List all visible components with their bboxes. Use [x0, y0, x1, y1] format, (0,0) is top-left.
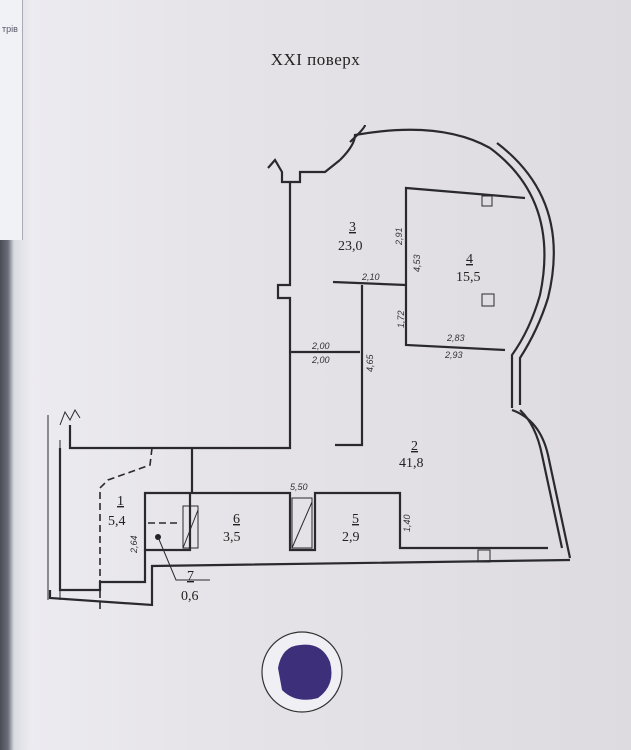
floor-title: XXI поверх: [270, 50, 361, 69]
room-7-area: 0,6: [181, 589, 199, 604]
room-1-number: 1: [117, 494, 124, 509]
adjacent-page-text: трів: [2, 24, 18, 34]
room-2-area: 41,8: [399, 456, 424, 471]
room-4-area: 15,5: [456, 270, 481, 285]
walls: [47, 124, 572, 607]
dim-2-10: 2,10: [361, 272, 380, 282]
dim-2-91: 2,91: [394, 227, 404, 246]
dim-1-40: 1,40: [402, 514, 412, 532]
dimension-labels: 2,91 4,53 2,10 1,72 2,83 2,93 2,00 2,00 …: [129, 227, 465, 554]
dim-5-50: 5,50: [290, 482, 308, 492]
dim-2-00-top: 2,00: [311, 341, 330, 351]
dim-2-93: 2,93: [444, 350, 463, 360]
dim-2-64: 2,64: [129, 535, 139, 554]
room-7-number: 7: [187, 569, 194, 584]
dim-4-53: 4,53: [412, 254, 422, 272]
room-labels: 1 5,4 2 41,8 3 23,0 4 15,5 5 2,9 6 3,5 7…: [108, 220, 481, 604]
dim-2-00-bottom: 2,00: [311, 355, 330, 365]
room-3-number: 3: [349, 220, 356, 235]
dashed-lines: [99, 447, 178, 610]
room-6-area: 3,5: [223, 530, 241, 545]
room-6-number: 6: [233, 512, 240, 527]
room-2-number: 2: [411, 439, 418, 454]
room-1-area: 5,4: [108, 514, 126, 529]
dim-4-65: 4,65: [365, 353, 375, 372]
room-3-area: 23,0: [338, 239, 363, 254]
stamp: [261, 631, 343, 713]
room-5-area: 2,9: [342, 530, 360, 545]
room-5-number: 5: [352, 512, 359, 527]
adjacent-page-edge: трів: [0, 0, 23, 240]
dim-2-83: 2,83: [446, 333, 465, 343]
dim-1-72: 1,72: [396, 310, 406, 328]
room-4-number: 4: [466, 252, 473, 267]
